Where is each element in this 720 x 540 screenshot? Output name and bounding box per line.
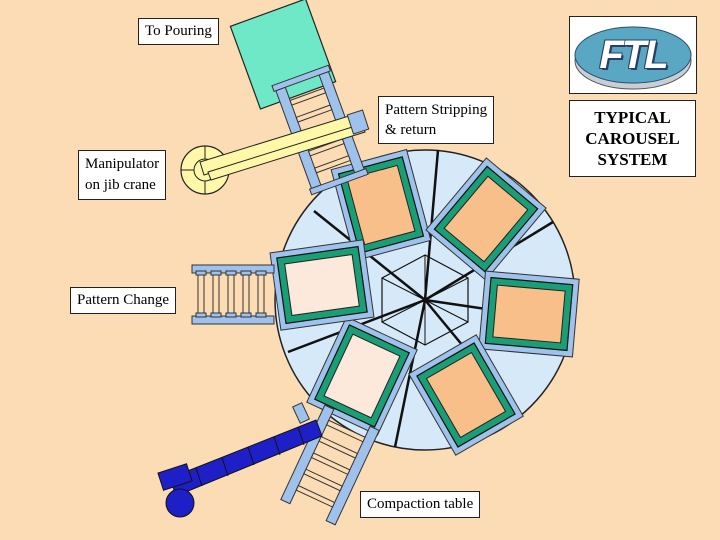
pattern-change-conveyor <box>191 264 275 325</box>
mould-station-bottom-right <box>408 334 524 456</box>
label-to-pouring: To Pouring <box>138 18 219 45</box>
logo-text: FTL <box>599 33 668 77</box>
label-manipulator-line2: on jib crane <box>85 177 156 193</box>
title-line-3: SYSTEM <box>597 150 668 169</box>
compaction-conveyor <box>280 404 380 526</box>
mould-station-right <box>478 270 580 358</box>
label-pattern-stripping-line2: & return <box>385 122 437 138</box>
label-pattern-change: Pattern Change <box>70 287 177 314</box>
title-line-1: TYPICAL <box>594 108 671 127</box>
mould-station-left <box>269 239 375 331</box>
label-pattern-stripping: Pattern Stripping & return <box>378 96 495 144</box>
manipulator-jib <box>180 109 370 195</box>
logo-disc-icon <box>574 26 692 90</box>
pouring-box <box>229 0 337 110</box>
compaction-arm <box>157 402 323 518</box>
label-pattern-stripping-line1: Pattern Stripping <box>385 102 488 118</box>
diagram-title: TYPICAL CAROUSEL SYSTEM <box>569 100 696 177</box>
label-manipulator-line1: Manipulator <box>85 156 160 172</box>
mould-station-top-right <box>425 157 547 281</box>
mould-station-bottom-left <box>306 316 418 436</box>
title-line-2: CAROUSEL <box>585 129 680 148</box>
ftl-logo: FTL <box>569 16 697 94</box>
hub-spokes <box>381 255 469 345</box>
label-manipulator: Manipulator on jib crane <box>78 150 167 200</box>
label-compaction-table: Compaction table <box>360 491 481 518</box>
